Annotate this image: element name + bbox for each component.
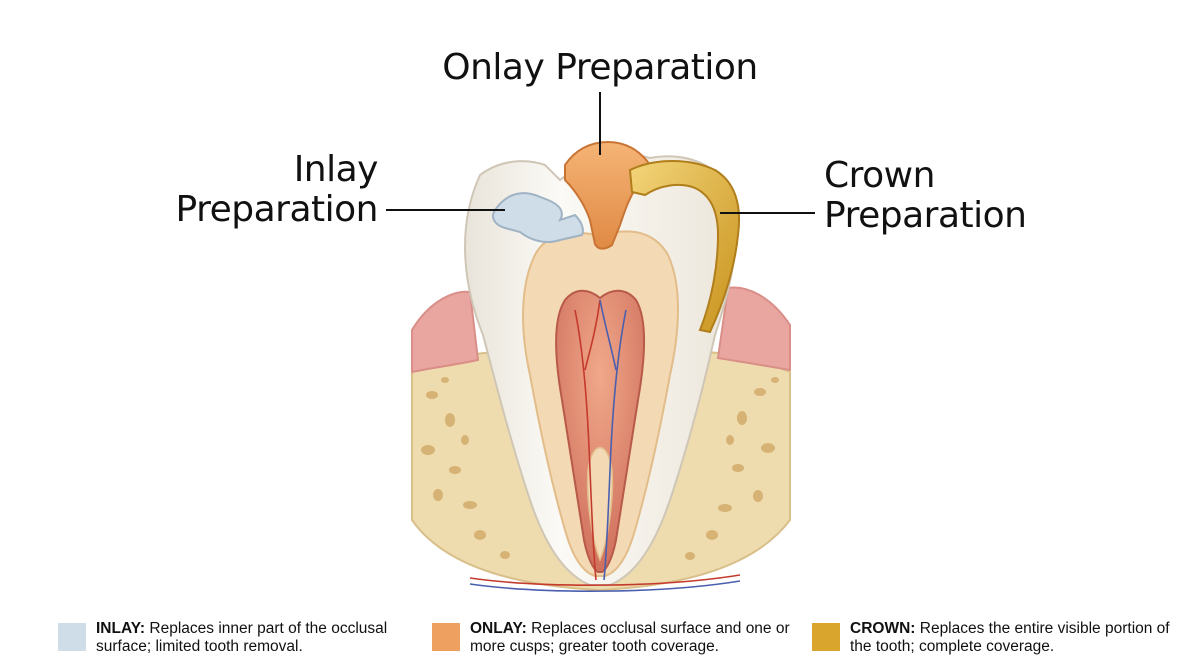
legend-swatch-inlay <box>58 623 86 651</box>
legend-term-crown: CROWN: <box>850 620 916 637</box>
crown-label-line1: Crown <box>824 155 935 196</box>
onlay-restoration <box>564 140 652 250</box>
crown-label-line2: Preparation <box>824 195 1027 236</box>
inlay-label-line1: Inlay <box>293 149 379 190</box>
legend-term-inlay: INLAY: <box>96 620 146 637</box>
legend-desc-crown: Replaces the entire visible portion of t… <box>850 620 1170 655</box>
gum-right <box>716 286 791 372</box>
pulp <box>555 289 646 573</box>
inlay-restoration <box>492 192 584 243</box>
onlay-label: Onlay Preparation <box>442 47 758 88</box>
inlay-label-line2: Preparation <box>175 189 379 230</box>
root-divider <box>586 447 614 563</box>
legend-term-onlay: ONLAY: <box>470 620 527 637</box>
crown-restoration <box>628 160 741 334</box>
blood-vessels <box>469 299 741 592</box>
gum-left <box>411 290 480 374</box>
crown-label: Crown Preparation <box>824 156 1084 236</box>
legend-desc-inlay: Replaces inner part of the occlusal surf… <box>96 620 388 655</box>
legend-swatch-onlay <box>432 623 460 651</box>
legend-swatch-crown <box>812 623 840 651</box>
legend-desc-onlay: Replaces occlusal surface and one or mor… <box>470 620 790 655</box>
inlay-label: Inlay Preparation <box>150 149 379 230</box>
